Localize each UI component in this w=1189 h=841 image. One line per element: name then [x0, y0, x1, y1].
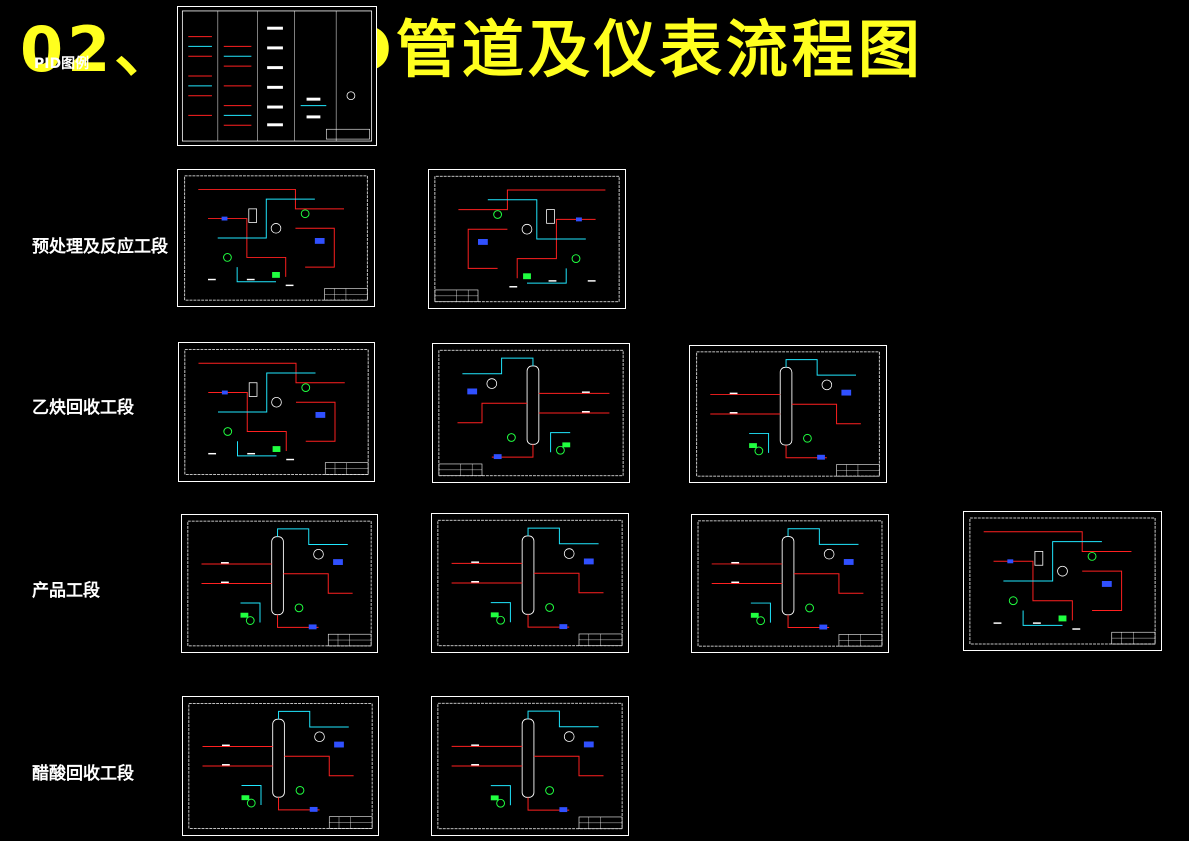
pid-drawing	[432, 514, 628, 652]
legend-drawing	[181, 10, 373, 142]
pid-sheet-acetic-1[interactable]	[182, 696, 379, 836]
pid-sheet-acetylene-1[interactable]	[178, 342, 375, 482]
pid-drawing	[183, 697, 378, 835]
pid-drawing	[182, 515, 377, 652]
pid-sheet-pretreatment-2[interactable]	[428, 169, 626, 309]
legend-sheet[interactable]	[177, 6, 377, 146]
legend-label: PID图例	[34, 56, 90, 72]
pid-drawing	[432, 697, 628, 835]
pid-sheet-acetic-2[interactable]	[431, 696, 629, 836]
pid-sheet-product-3[interactable]	[691, 514, 889, 653]
pid-sheet-pretreatment-1[interactable]	[177, 169, 375, 307]
pid-sheet-product-2[interactable]	[431, 513, 629, 653]
pid-drawing	[178, 170, 374, 306]
pid-sheet-acetylene-2[interactable]	[432, 343, 630, 483]
pid-drawing	[429, 170, 625, 308]
section-label-pretreatment: 预处理及反应工段	[32, 237, 168, 257]
page-title: 02、 P&ID管道及仪表流程图	[20, 13, 924, 86]
pid-drawing	[964, 512, 1161, 650]
section-label-acetic-acid-recovery: 醋酸回收工段	[32, 764, 134, 784]
pid-drawing	[179, 343, 374, 481]
pid-sheet-product-4[interactable]	[963, 511, 1162, 651]
section-label-acetylene-recovery: 乙炔回收工段	[32, 398, 134, 418]
pid-sheet-acetylene-3[interactable]	[689, 345, 887, 483]
pid-drawing	[690, 346, 886, 482]
pid-drawing	[433, 344, 629, 482]
section-label-product: 产品工段	[32, 581, 100, 601]
pid-sheet-product-1[interactable]	[181, 514, 378, 653]
pid-drawing	[692, 515, 888, 652]
